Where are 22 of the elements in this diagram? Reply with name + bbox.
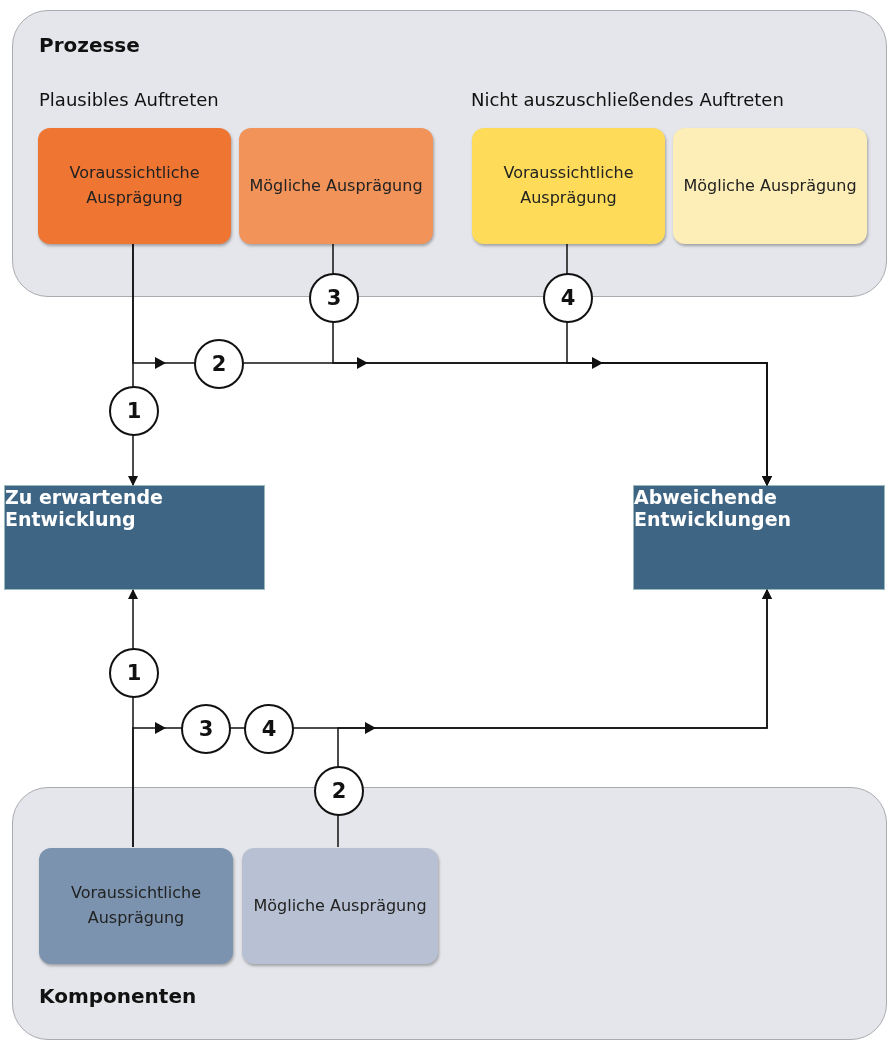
step-number: 4 (543, 273, 593, 323)
step-number: 1 (109, 386, 159, 436)
group-heading: Komponenten (39, 984, 197, 1008)
category-box: Mögliche Ausprägung (239, 128, 433, 244)
outcome-box: Abweichende Entwicklungen (633, 485, 885, 590)
step-number: 4 (244, 704, 294, 754)
category-box: Mögliche Ausprägung (242, 848, 438, 964)
step-number: 3 (309, 273, 359, 323)
step-number: 2 (194, 339, 244, 389)
group-heading: Prozesse (39, 33, 140, 57)
subgroup-heading: Nicht auszuschließendes Auftreten (471, 89, 784, 110)
category-box: Voraussichtliche Ausprägung (38, 128, 231, 244)
category-box: Voraussichtliche Ausprägung (472, 128, 665, 244)
step-number: 1 (109, 648, 159, 698)
category-box: Voraussichtliche Ausprägung (39, 848, 233, 964)
connector-arrow (337, 589, 772, 848)
category-box: Mögliche Ausprägung (673, 128, 867, 244)
connector-arrow (566, 242, 772, 486)
subgroup-heading: Plausibles Auftreten (39, 89, 219, 110)
outcome-box: Zu erwartende Entwicklung (4, 485, 265, 590)
step-number: 3 (181, 704, 231, 754)
step-number: 2 (314, 766, 364, 816)
